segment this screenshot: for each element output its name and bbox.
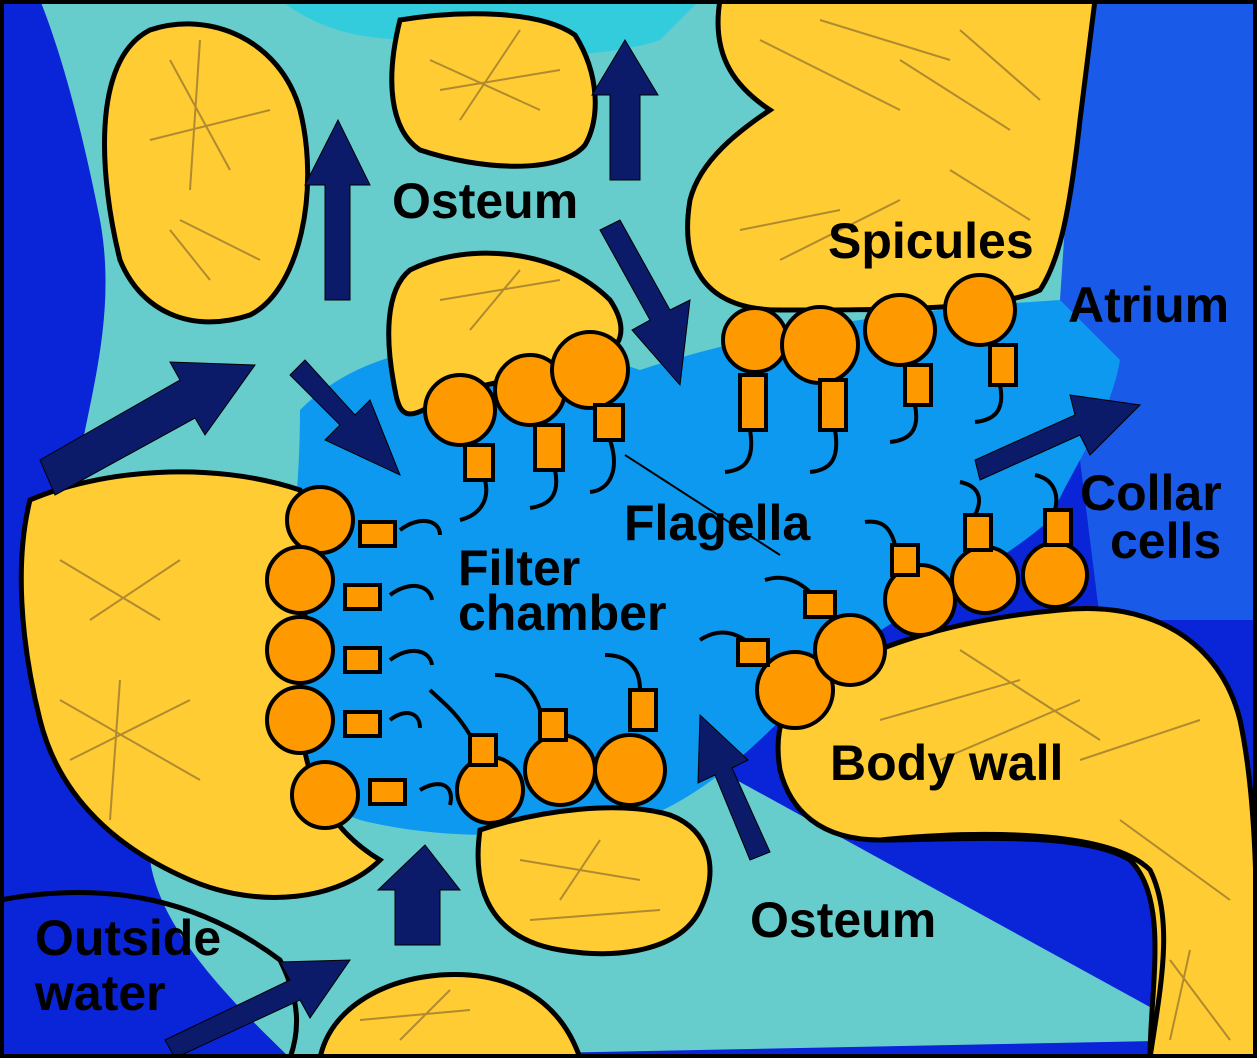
- collar-cell-neck: [1045, 510, 1071, 545]
- collar-cell-neck: [345, 585, 380, 609]
- collar-cell: [287, 487, 353, 553]
- collar-cell-neck: [738, 640, 768, 665]
- collar-cell: [425, 375, 495, 445]
- collar-cell-neck: [360, 522, 395, 546]
- collar-cell-neck: [370, 780, 405, 804]
- collar-cell: [525, 735, 595, 805]
- collar-cell-neck: [740, 375, 766, 430]
- collar-cell-neck: [345, 712, 380, 736]
- collar-cell: [865, 295, 935, 365]
- collar-cell: [552, 332, 628, 408]
- collar-cell-neck: [805, 592, 835, 617]
- collar-cell-neck: [905, 365, 931, 405]
- collar-cell-neck: [990, 345, 1016, 385]
- collar-cell-neck: [820, 380, 846, 430]
- collar-cell-neck: [892, 545, 918, 575]
- label-osteum-bottom: Osteum: [750, 892, 936, 948]
- collar-cell: [292, 762, 358, 828]
- collar-cell: [267, 617, 333, 683]
- collar-cell: [815, 615, 885, 685]
- collar-cell: [1023, 543, 1087, 607]
- label-body-wall: Body wall: [830, 735, 1063, 791]
- collar-cell-neck: [595, 405, 623, 440]
- collar-cell-neck: [965, 515, 991, 550]
- body-wall-blob-bottom-center: [478, 808, 710, 954]
- collar-cell: [952, 547, 1018, 613]
- collar-cell-neck: [540, 710, 566, 740]
- label-atrium: Atrium: [1068, 277, 1229, 333]
- label-collar-line2: cells: [1110, 513, 1221, 569]
- body-wall-blob-top-left: [105, 24, 308, 322]
- label-outside-line2: water: [34, 965, 166, 1021]
- collar-cell: [723, 308, 787, 372]
- label-spicules: Spicules: [828, 213, 1034, 269]
- collar-cell-neck: [470, 735, 496, 765]
- label-flagella: Flagella: [624, 495, 811, 551]
- collar-cell: [267, 547, 333, 613]
- label-osteum-top: Osteum: [392, 173, 578, 229]
- collar-cell: [267, 687, 333, 753]
- label-filter-line2: chamber: [458, 585, 666, 641]
- label-outside-line1: Outside: [35, 910, 221, 966]
- collar-cell-neck: [535, 425, 563, 470]
- collar-cell-neck: [630, 690, 656, 730]
- collar-cell: [945, 275, 1015, 345]
- collar-cell-neck: [345, 648, 380, 672]
- collar-cell-neck: [465, 445, 493, 480]
- collar-cell: [595, 735, 665, 805]
- collar-cell: [782, 307, 858, 383]
- body-wall-blob-top-center: [392, 14, 595, 166]
